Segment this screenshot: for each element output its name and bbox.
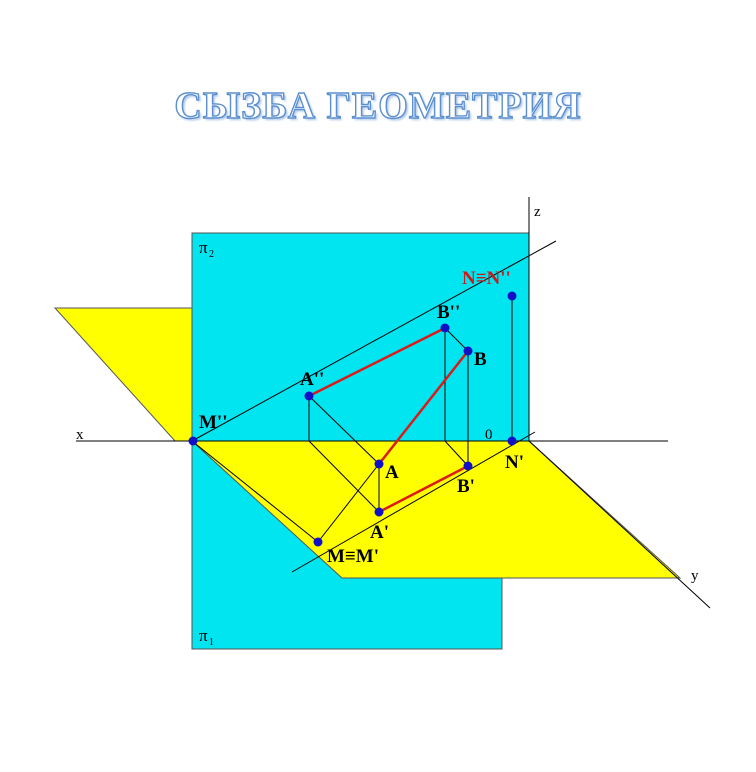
proj-line (317, 463, 380, 543)
plane-pi1-subscript: 1 (209, 637, 214, 648)
plane-pi2-symbol: π (199, 238, 208, 257)
point-B-prime (463, 461, 473, 471)
segment-A2B2 (308, 326, 446, 398)
label-N-prime: N' (505, 452, 524, 473)
label-A: A (385, 462, 399, 483)
y-axis (528, 440, 711, 609)
point-M-double (188, 436, 198, 446)
plane-pi1-symbol: π (199, 626, 208, 645)
point-B (463, 346, 473, 356)
label-A-double: A'' (300, 369, 324, 390)
segment-AB (378, 350, 469, 465)
point-B-double (440, 323, 450, 333)
label-M-coincident: M≡M' (327, 546, 379, 567)
frontal-plane-pi2 (191, 232, 530, 442)
proj-line (444, 327, 469, 352)
y-axis-label: y (691, 568, 699, 584)
proj-line (444, 440, 469, 467)
label-A-prime: A' (370, 522, 389, 543)
point-A-prime (374, 507, 384, 517)
point-A-double (304, 391, 314, 401)
point-M-coincident (313, 537, 323, 547)
z-axis-label: z (534, 204, 541, 220)
label-N-coincident: N≡N'' (462, 268, 511, 289)
label-B-double: B'' (437, 302, 460, 323)
segment-A1B1 (378, 464, 469, 514)
proj-line (191, 440, 319, 543)
x-axis-label: x (76, 427, 84, 443)
trace-line-horizontal (291, 431, 536, 573)
label-M-double: M'' (199, 412, 228, 433)
proj-line (308, 395, 380, 465)
page-title: СЫЗБА ГЕОМЕТРИЯ (174, 84, 582, 127)
label-B: B (474, 349, 487, 370)
horizontal-plane-back (53, 307, 193, 442)
origin-label: 0 (485, 427, 493, 443)
point-N-double (507, 291, 517, 301)
point-A (374, 459, 384, 469)
label-B-prime: B' (457, 476, 475, 497)
trace-line-frontal (191, 240, 557, 442)
proj-line (308, 440, 380, 513)
plane-pi2-subscript: 2 (209, 249, 214, 260)
point-N-prime (507, 436, 517, 446)
